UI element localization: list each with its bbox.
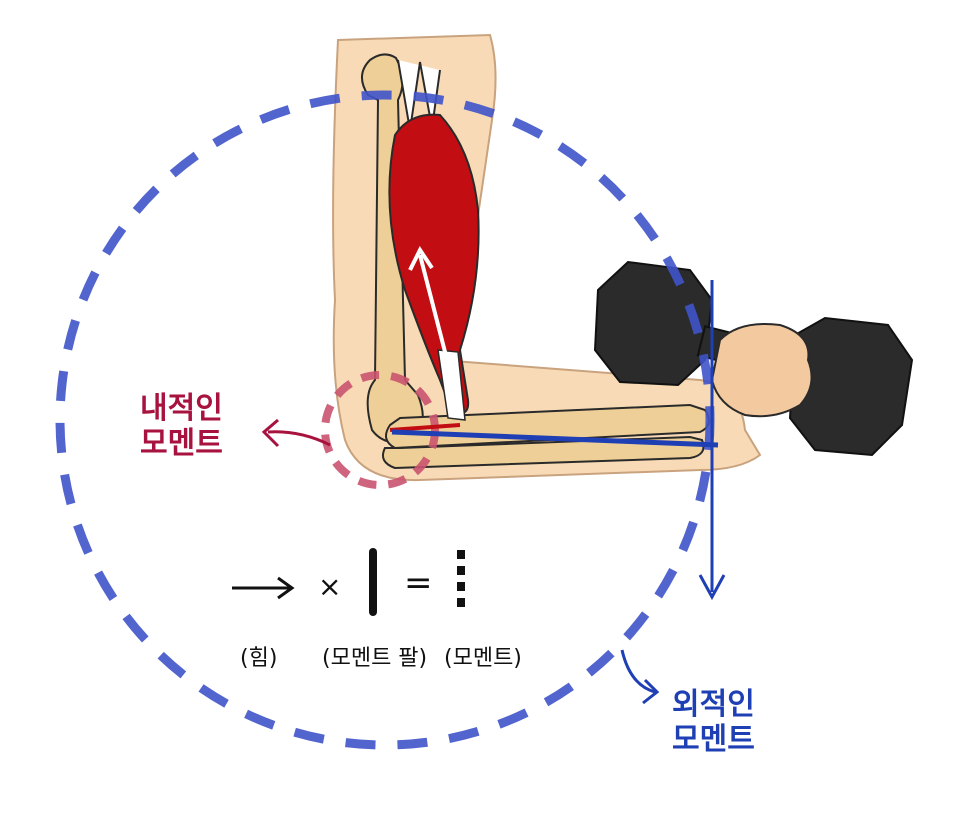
muscle-force-arrow xyxy=(408,246,434,271)
external-label-arrow xyxy=(620,649,656,694)
biceps-muscle xyxy=(388,113,480,415)
forearm-bone-ulna xyxy=(382,435,705,470)
external-moment-line1: 외적인 xyxy=(672,687,755,722)
weight-force-arrow xyxy=(698,574,726,601)
external-moment-line2: 모멘트 xyxy=(672,721,755,757)
external-moment-arm xyxy=(391,429,719,448)
times-symbol: × xyxy=(318,570,342,603)
moment-caption: (모멘트) xyxy=(444,646,522,671)
internal-moment-line1: 내적인 xyxy=(140,391,223,426)
force-arrow-symbol xyxy=(232,576,295,600)
external-moment-label: 외적인 모멘트 xyxy=(672,687,755,757)
hand xyxy=(710,323,813,418)
external-moment-circle xyxy=(55,90,715,750)
internal-moment-label: 내적인 모멘트 xyxy=(140,391,223,461)
internal-moment-line2: 모멘트 xyxy=(140,425,223,461)
force-caption: (힘) xyxy=(240,646,278,671)
internal-moment-arm xyxy=(389,423,461,432)
equals-symbol: = xyxy=(404,563,433,603)
internal-label-arrow xyxy=(267,430,331,447)
biceps-tendons xyxy=(397,59,441,131)
internal-moment-circle xyxy=(321,371,439,489)
moment-arm-caption: (모멘트 팔) xyxy=(322,646,428,671)
